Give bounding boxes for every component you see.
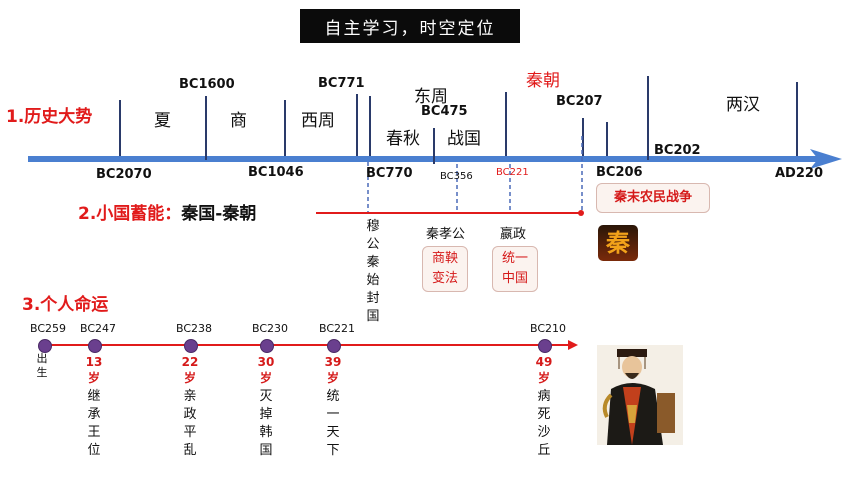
tongyi-box: 统一 中国 xyxy=(492,246,538,292)
life-point-dot xyxy=(538,339,552,353)
life-event: 灭掉韩国 xyxy=(259,389,273,458)
life-year: BC210 xyxy=(530,322,567,335)
year-bc202: BC202 xyxy=(654,143,701,158)
year-bc770: BC770 xyxy=(366,166,413,181)
mugong-text: 穆公秦始封国 xyxy=(366,219,380,324)
life-year: BC230 xyxy=(252,322,289,335)
war-box: 秦末农民战争 xyxy=(596,183,710,213)
shangyang-line1: 商鞅 xyxy=(431,251,458,266)
life-event: 继承王位 xyxy=(87,389,101,458)
life-year: BC259 xyxy=(30,322,67,335)
year-ad220: AD220 xyxy=(775,166,823,181)
qin-seal-icon: 秦 xyxy=(598,225,638,261)
era-xizhou: 西周 xyxy=(301,111,335,131)
life-age: 30岁 xyxy=(257,355,275,385)
year-bc1046: BC1046 xyxy=(248,165,304,180)
era-qin: 秦朝 xyxy=(526,71,560,91)
life-age: 49岁 xyxy=(535,355,553,385)
emperor-portrait-icon xyxy=(597,345,683,445)
life-year: BC247 xyxy=(80,322,117,335)
era-chunqiu: 春秋 xyxy=(386,129,420,149)
year-bc1600: BC1600 xyxy=(179,77,235,92)
section-3-label: 3.个人命运 xyxy=(22,295,109,315)
era-zhanguo: 战国 xyxy=(447,129,481,149)
era-lianghan: 两汉 xyxy=(726,95,760,115)
life-event: 病死沙丘 xyxy=(537,389,551,458)
life-point-dot xyxy=(260,339,274,353)
life-event: 统一天下 xyxy=(326,389,340,458)
tongyi-line1: 统一 xyxy=(501,251,528,266)
life-event: 亲政平乱 xyxy=(183,389,197,458)
main-axis-arrow xyxy=(810,149,842,169)
shangyang-box: 商鞅 变法 xyxy=(422,246,468,292)
section-2-suffix: 秦国-秦朝 xyxy=(181,204,257,224)
life-point-dot xyxy=(184,339,198,353)
qin-state-line-end xyxy=(578,210,584,216)
life-line-arrow xyxy=(568,340,578,350)
life-point-dot xyxy=(88,339,102,353)
life-age: 39岁 xyxy=(324,355,342,385)
tongyi-line2: 中国 xyxy=(501,271,528,286)
life-age: 22岁 xyxy=(181,355,199,385)
shangyang-line2: 变法 xyxy=(431,271,458,286)
era-dongzhou: 东周 xyxy=(414,87,448,107)
section-2-prefix: 2.小国蓄能： xyxy=(78,204,182,224)
life-year: BC238 xyxy=(176,322,213,335)
year-bc206: BC206 xyxy=(596,165,643,180)
page-title: 自主学习，时空定位 xyxy=(300,9,520,43)
life-point-dot xyxy=(327,339,341,353)
life-year: BC221 xyxy=(319,322,356,335)
era-shang: 商 xyxy=(230,111,247,131)
year-bc356: BC356 xyxy=(440,171,473,182)
year-bc2070: BC2070 xyxy=(96,167,152,182)
yingzheng-text: 嬴政 xyxy=(500,227,527,242)
era-xia: 夏 xyxy=(154,111,171,131)
year-bc475: BC475 xyxy=(421,104,468,119)
section-1-label: 1.历史大势 xyxy=(6,107,93,127)
xiaogong-text: 秦孝公 xyxy=(426,227,466,242)
life-age: 13岁 xyxy=(85,355,103,385)
year-bc221: BC221 xyxy=(496,167,529,178)
year-bc207: BC207 xyxy=(556,94,603,109)
section-2-label: 2.小国蓄能：秦国-秦朝 xyxy=(78,199,256,224)
life-point-dot xyxy=(38,339,52,353)
year-bc771: BC771 xyxy=(318,76,365,91)
life-event: 出生 xyxy=(36,352,48,379)
